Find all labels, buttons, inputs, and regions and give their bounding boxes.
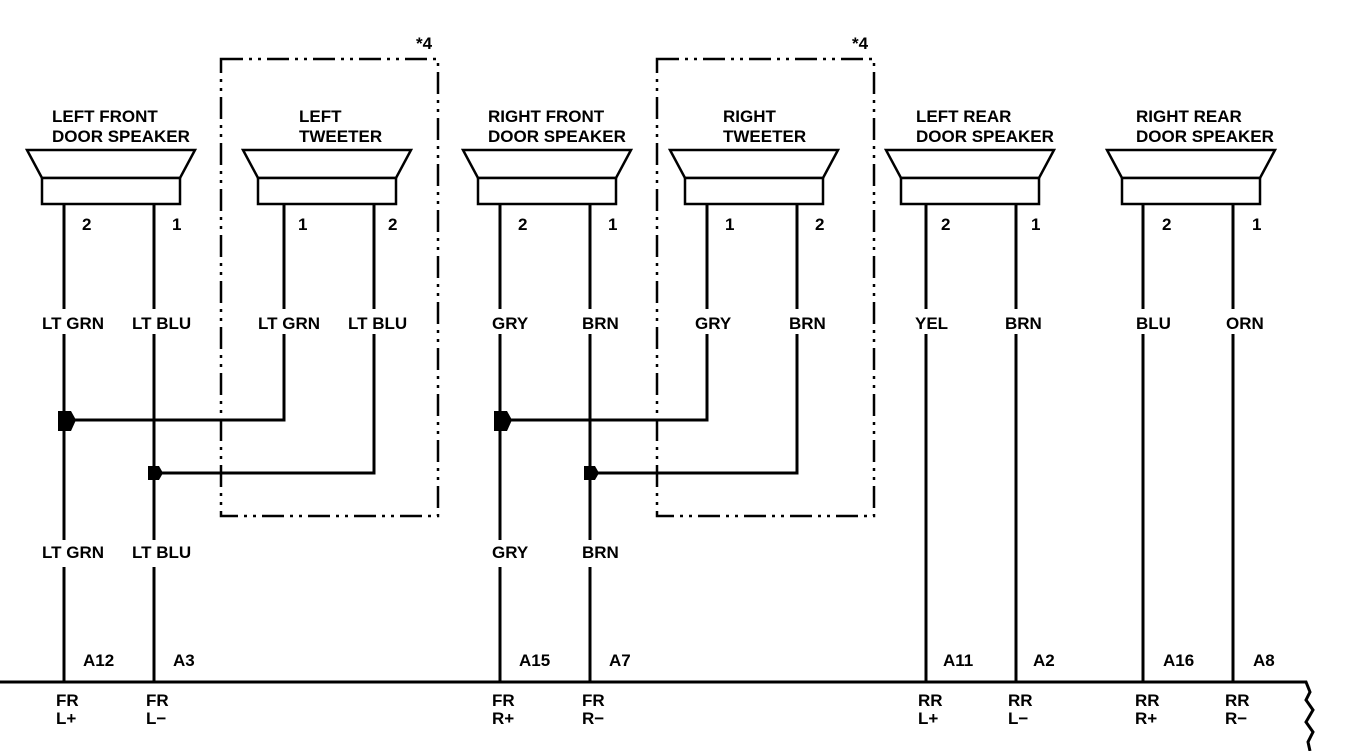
right-rear-speaker-icon (1104, 148, 1278, 206)
connector-pin: A15 (519, 651, 550, 670)
audio-unit-box (0, 680, 1315, 751)
right-tweeter-option-box (655, 57, 876, 518)
pin-number: 2 (388, 215, 397, 234)
connector-pin: A3 (173, 651, 195, 670)
wire-color-label: YEL (915, 314, 948, 333)
wire-color-label: LT BLU (348, 314, 407, 333)
speaker-labels: LEFT FRONT DOOR SPEAKER LEFT TWEETER RIG… (52, 107, 1274, 146)
wire-color-label: LT BLU (132, 314, 191, 333)
right-tweeter-note-mark: *4 (852, 34, 869, 53)
pin-number: 2 (1162, 215, 1171, 234)
terminal-name: R+ (1135, 709, 1157, 728)
left-rear-speaker-icon (883, 148, 1057, 206)
connector-pin: A8 (1253, 651, 1275, 670)
wire-tweeter-gry (500, 204, 709, 422)
left-rear-speaker-label: DOOR SPEAKER (916, 127, 1054, 146)
pin-number: 2 (518, 215, 527, 234)
pin-number: 1 (172, 215, 181, 234)
right-tweeter-label: RIGHT (723, 107, 777, 126)
terminal-name: R+ (492, 709, 514, 728)
wire-tweeter-lt-grn (64, 204, 286, 422)
terminal-name: L− (146, 709, 166, 728)
terminal-name: RR (918, 691, 943, 710)
wire-tweeter-brn (590, 204, 799, 475)
right-front-speaker-label: RIGHT FRONT (488, 107, 605, 126)
splice-icon (148, 466, 163, 480)
speaker-symbols (24, 148, 1278, 206)
right-rear-speaker-label: DOOR SPEAKER (1136, 127, 1274, 146)
left-tweeter-option-box (219, 57, 440, 518)
terminal-name: L+ (56, 709, 76, 728)
splice-points (58, 411, 599, 480)
wire-color-label: LT BLU (132, 543, 191, 562)
right-tweeter-label: TWEETER (723, 127, 806, 146)
wire-color-label: BRN (789, 314, 826, 333)
wires (62, 204, 1235, 682)
terminal-name: RR (1135, 691, 1160, 710)
connector-pin: A11 (943, 651, 973, 670)
connector-pin-labels: A12 A3 A15 A7 A11 A2 A16 A8 (83, 651, 1275, 670)
terminal-name: R− (582, 709, 604, 728)
connector-pin: A7 (609, 651, 631, 670)
pin-number: 1 (608, 215, 617, 234)
left-front-speaker-icon (24, 148, 198, 206)
right-front-speaker-label: DOOR SPEAKER (488, 127, 626, 146)
speaker-pin-numbers: 2 1 1 2 2 1 1 2 2 1 2 1 (82, 215, 1261, 234)
wire-color-label: BRN (582, 314, 619, 333)
right-rear-speaker-label: RIGHT REAR (1136, 107, 1242, 126)
splice-icon (58, 411, 76, 431)
terminal-name: RR (1008, 691, 1033, 710)
wire-color-label: GRY (695, 314, 732, 333)
wire-color-label: LT GRN (42, 543, 104, 562)
terminal-name: RR (1225, 691, 1250, 710)
terminal-name: FR (492, 691, 515, 710)
left-rear-speaker-label: LEFT REAR (916, 107, 1011, 126)
left-front-speaker-label: LEFT FRONT (52, 107, 158, 126)
pin-number: 2 (815, 215, 824, 234)
terminal-name: R− (1225, 709, 1247, 728)
splice-icon (584, 466, 599, 480)
pin-number: 1 (725, 215, 734, 234)
wire-color-label: GRY (492, 543, 529, 562)
wire-color-label: BRN (1005, 314, 1042, 333)
pin-number: 1 (298, 215, 307, 234)
right-front-speaker-icon (460, 148, 634, 206)
pin-number: 2 (941, 215, 950, 234)
upper-wire-color-labels: LT GRN LT BLU LT GRN LT BLU GRY BRN GRY … (42, 314, 1264, 333)
right-tweeter-speaker-icon (667, 148, 841, 206)
terminal-name: FR (582, 691, 605, 710)
terminal-name: FR (56, 691, 79, 710)
wire-color-label: LT GRN (258, 314, 320, 333)
left-tweeter-note-mark: *4 (416, 34, 433, 53)
wire-color-label: ORN (1226, 314, 1264, 333)
terminal-names: FR L+ FR L− FR R+ FR R− RR L+ RR L− RR R… (56, 691, 1250, 728)
connector-pin: A16 (1163, 651, 1194, 670)
wire-color-label: LT GRN (42, 314, 104, 333)
wire-color-label: GRY (492, 314, 529, 333)
terminal-name: FR (146, 691, 169, 710)
wire-tweeter-lt-blu (154, 204, 376, 475)
left-front-speaker-label: DOOR SPEAKER (52, 127, 190, 146)
pin-number: 1 (1252, 215, 1261, 234)
terminal-name: L− (1008, 709, 1028, 728)
left-tweeter-label: LEFT (299, 107, 342, 126)
connector-pin: A2 (1033, 651, 1055, 670)
left-tweeter-label: TWEETER (299, 127, 382, 146)
left-tweeter-speaker-icon (240, 148, 414, 206)
pin-number: 2 (82, 215, 91, 234)
wire-color-label: BRN (582, 543, 619, 562)
wire-color-label: BLU (1136, 314, 1171, 333)
splice-icon (494, 411, 512, 431)
terminal-name: L+ (918, 709, 938, 728)
lower-wire-color-labels: LT GRN LT BLU GRY BRN (42, 543, 619, 562)
pin-number: 1 (1031, 215, 1040, 234)
connector-pin: A12 (83, 651, 114, 670)
